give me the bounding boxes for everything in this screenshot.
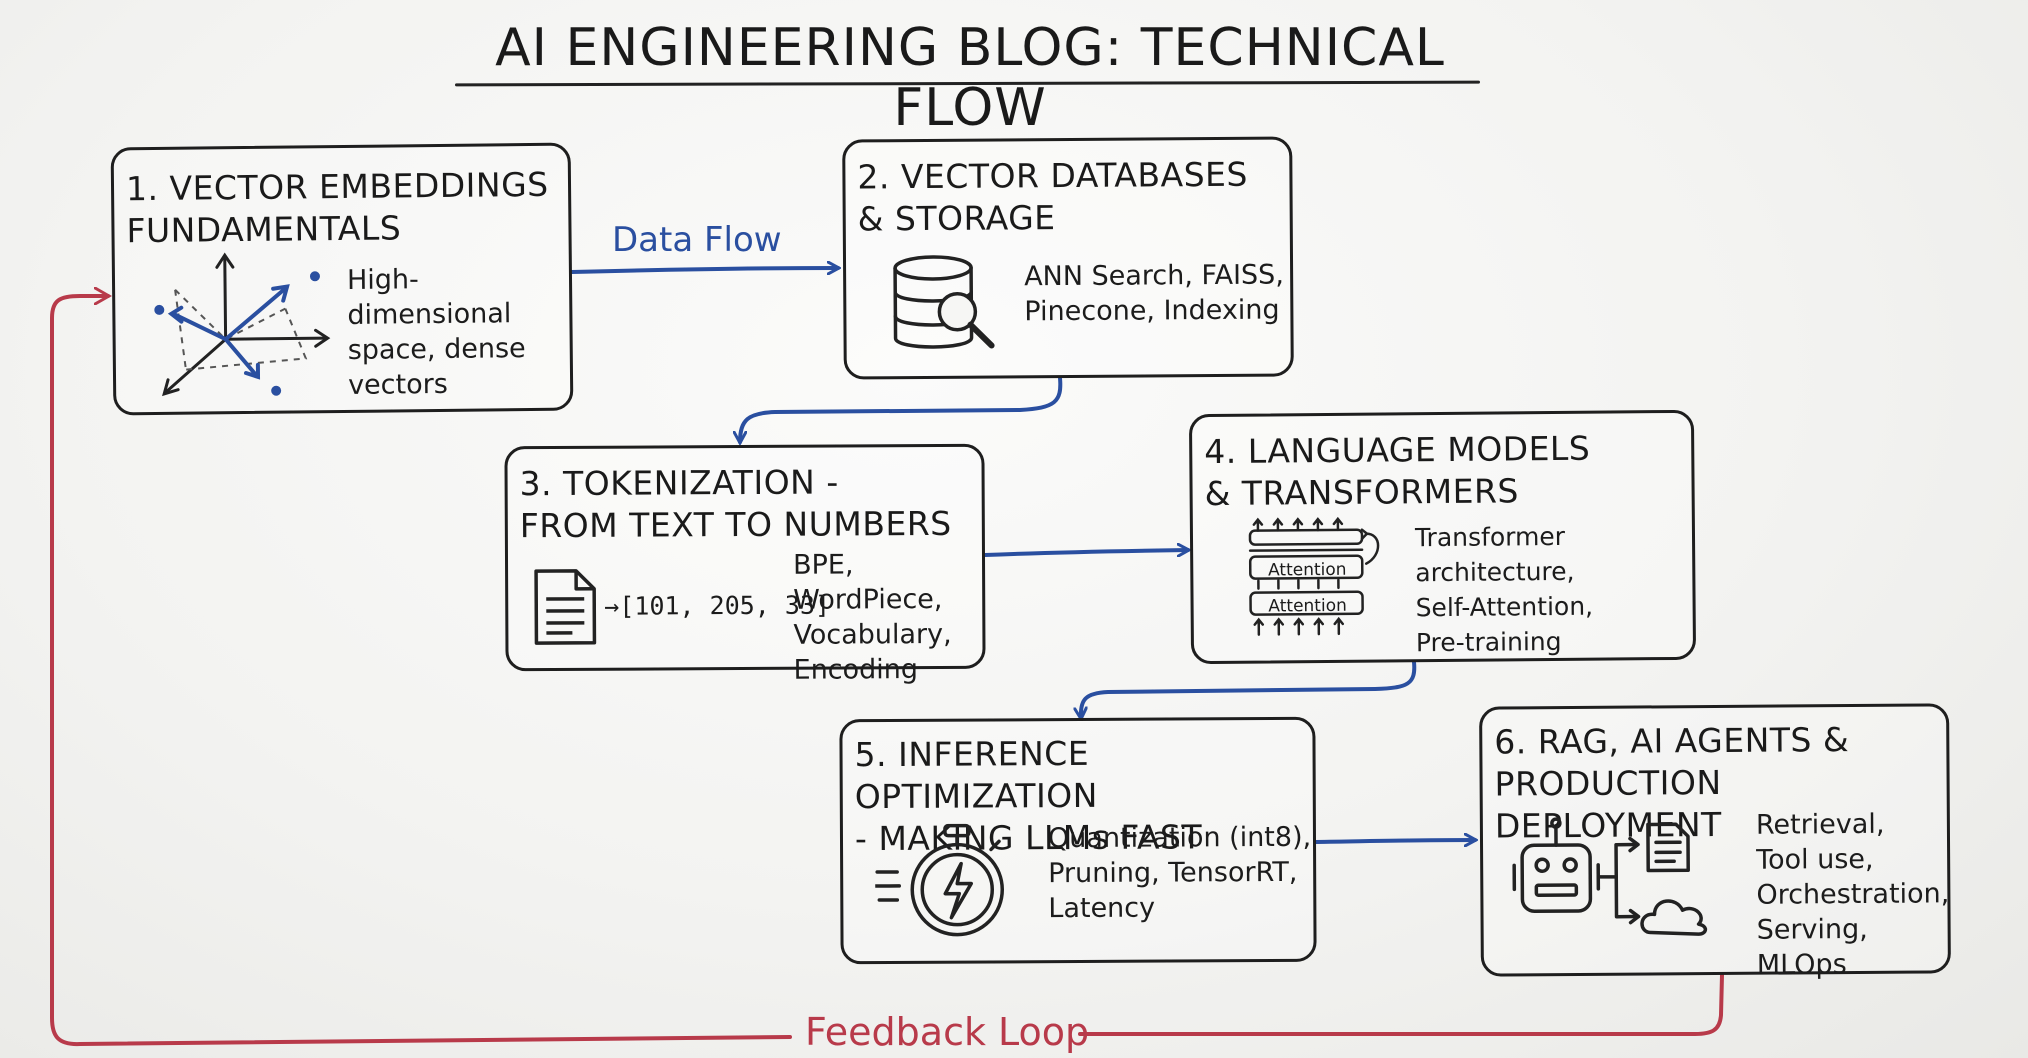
data-flow-label: Data Flow (612, 220, 782, 260)
stage-2-title: 2. VECTOR DATABASES & STORAGE (857, 154, 1249, 239)
document-icon (534, 569, 597, 645)
feedback-loop-line-right (1078, 973, 1724, 1036)
stage-5-box: 5. INFERENCE OPTIMIZATION - MAKING LLMs … (839, 716, 1317, 965)
stage-3-title: 3. TOKENIZATION - FROM TEXT TO NUMBERS (519, 462, 952, 546)
attention-layer-label-top: Attention (1267, 559, 1347, 581)
stage-1-description: High-dimensional space, dense vectors (346, 264, 526, 401)
stage-6-description: Retrieval, Tool use, Orchestration, Serv… (1755, 808, 1950, 981)
attention-layer-label-bottom: Attention (1268, 595, 1347, 617)
stage-1-box: 1. VECTOR EMBEDDINGS FUNDAMENTALS High-d… (110, 142, 574, 416)
stopwatch-bolt-icon (874, 823, 1005, 937)
stage-3-description: BPE, WordPiece, Vocabulary, Encoding (792, 549, 952, 686)
transformer-stack-icon: Attention Attention (1248, 516, 1380, 647)
feedback-loop-label: Feedback Loop (805, 1010, 1090, 1054)
arrow-3-to-4 (983, 550, 1188, 555)
vector-axes-icon (154, 252, 331, 397)
database-search-icon (893, 255, 995, 349)
arrow-4-to-5 (1081, 660, 1417, 718)
arrow-5-to-6 (1314, 840, 1475, 842)
stage-5-description: Quantization (int8), Pruning, TensorRT, … (1047, 821, 1312, 925)
stage-4-box: 4. LANGUAGE MODELS & TRANSFORMERS Attent… (1188, 409, 1697, 665)
stage-3-box: 3. TOKENIZATION - FROM TEXT TO NUMBERS →… (504, 443, 986, 686)
stage-2-box: 2. VECTOR DATABASES & STORAGE ANN Search… (842, 136, 1294, 380)
stage-1-title: 1. VECTOR EMBEDDINGS FUNDAMENTALS (125, 164, 549, 251)
arrow-2-to-3 (740, 376, 1063, 442)
feedback-loop-line-left (50, 296, 792, 1047)
stage-4-description: Transformer architecture, Self-Attention… (1414, 521, 1594, 658)
page-title: AI ENGINEERING BLOG: TECHNICAL FLOW (495, 18, 1445, 138)
stage-6-box: 6. RAG, AI AGENTS & PRODUCTION DEPLOYMEN… (1479, 703, 1951, 981)
stage-4-title: 4. LANGUAGE MODELS & TRANSFORMERS (1204, 428, 1591, 514)
stage-2-description: ANN Search, FAISS, Pinecone, Indexing (1024, 259, 1284, 328)
robot-icon (1512, 817, 1708, 936)
arrow-1-to-2 (570, 268, 838, 272)
transformer-layers-drawing (1248, 516, 1380, 636)
